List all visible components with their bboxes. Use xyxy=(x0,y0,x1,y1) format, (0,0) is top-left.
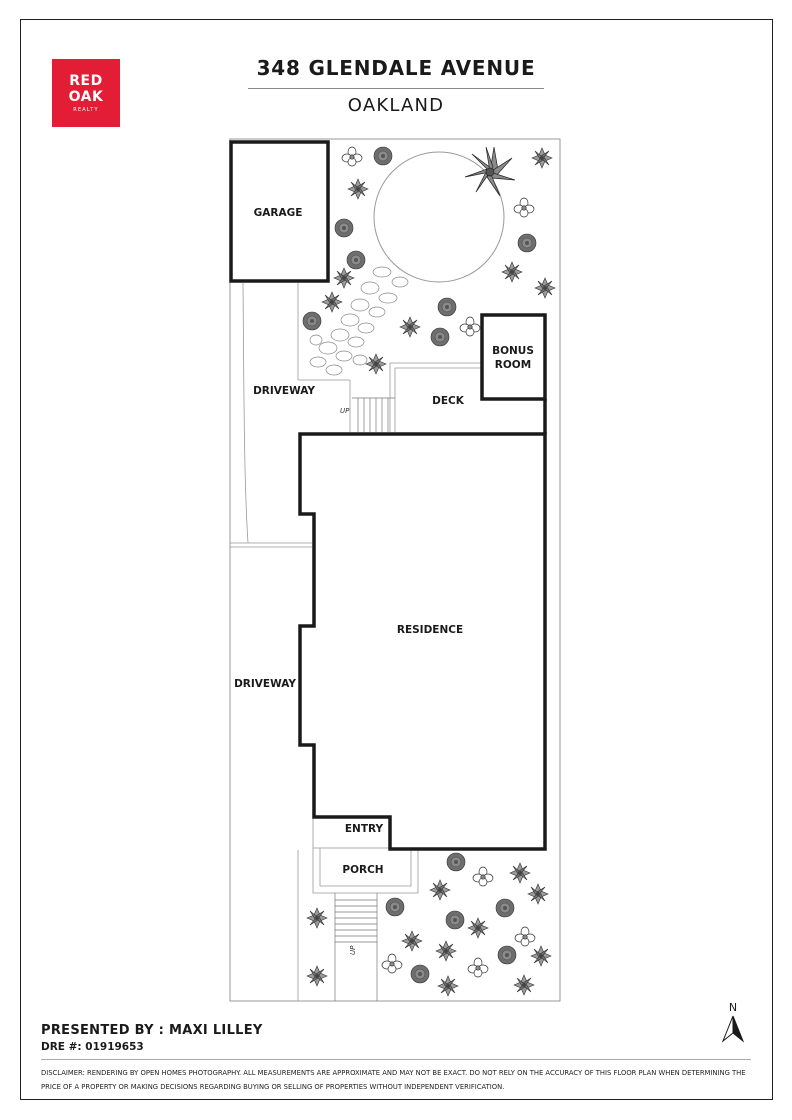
deck-label: DECK xyxy=(432,395,465,407)
stone-path xyxy=(309,266,409,376)
bonus-room-label-2: ROOM xyxy=(495,359,531,371)
porch-label: PORCH xyxy=(342,864,383,876)
residence-outline xyxy=(298,432,547,851)
north-label: N xyxy=(729,1001,737,1014)
entry-label: ENTRY xyxy=(345,823,384,835)
garage-outline xyxy=(229,140,330,283)
landscaping-plants xyxy=(302,146,556,997)
driveway-lower-label: DRIVEWAY xyxy=(234,678,296,690)
page-frame xyxy=(20,19,773,1100)
property-city: OAKLAND xyxy=(347,95,445,116)
logo-line-3: REALTY xyxy=(73,107,99,113)
lawn-circle xyxy=(373,151,505,283)
title-divider xyxy=(248,88,544,89)
porch-stairs xyxy=(334,893,378,1001)
driveway-upper-label: DRIVEWAY xyxy=(253,385,315,397)
property-address: 348 GLENDALE AVENUE xyxy=(256,56,536,80)
residence-label: RESIDENCE xyxy=(397,624,463,636)
bonus-room-outline xyxy=(480,313,547,401)
garage-label: GARAGE xyxy=(254,207,303,219)
logo-line-2: OAK xyxy=(68,89,104,105)
red-oak-realty-logo: RED OAK REALTY xyxy=(52,59,120,127)
porch-up-label: UP xyxy=(349,945,357,955)
deck-up-label: UP xyxy=(340,407,350,415)
north-arrow-icon xyxy=(721,1015,745,1043)
disclaimer-text: DISCLAIMER: RENDERING BY OPEN HOMES PHOT… xyxy=(41,1069,746,1091)
logo-line-1: RED xyxy=(69,73,103,89)
driveway-edge xyxy=(242,282,249,544)
footer-divider xyxy=(41,1059,751,1060)
presented-by: PRESENTED BY : MAXI LILLEY xyxy=(41,1023,263,1038)
deck-stairs xyxy=(352,397,395,432)
bonus-room-label-1: BONUS xyxy=(492,345,534,357)
lot-boundary xyxy=(229,138,561,1002)
dre-number: DRE #: 01919653 xyxy=(41,1041,144,1053)
